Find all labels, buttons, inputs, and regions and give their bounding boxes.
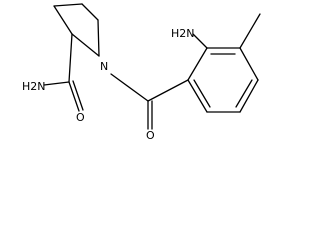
carboxamide-group — [43, 33, 84, 112]
benzene-ring — [187, 47, 259, 113]
bond-ring-inner-c — [193, 79, 211, 108]
molecule-structure: H2N H2N N O O — [22, 3, 261, 142]
bond-ring-6-1 — [187, 79, 208, 113]
bond-camide-nh2 — [43, 81, 70, 86]
atom-label-ring-nitrogen: N — [100, 60, 108, 73]
pyrrolidine-ring — [53, 3, 100, 57]
bond-c4-c5 — [81, 3, 99, 21]
bond-ring-methyl — [239, 13, 261, 49]
bond-c3-c4 — [53, 3, 83, 7]
bond-ring-3-4 — [239, 47, 259, 81]
atom-label-aryl-amine: H2N — [171, 27, 195, 40]
structure-canvas: H2N H2N N O O — [22, 3, 261, 142]
bond-camide-o-a — [68, 81, 80, 112]
bond-camide-o-b — [72, 80, 84, 111]
bond-c2-camide — [68, 33, 73, 83]
bond-c5-n — [97, 19, 100, 57]
bond-n-ccarbonyl — [110, 73, 149, 102]
atom-label-carbonyl-oxygen: O — [146, 129, 155, 142]
bond-c2-c3 — [53, 5, 73, 35]
atom-label-amide-oxygen: O — [76, 111, 85, 124]
bond-ring-4-5 — [239, 79, 259, 113]
benzoyl-carbonyl — [110, 73, 189, 130]
bond-n-c2 — [71, 33, 100, 57]
atom-label-amide-amine: H2N — [22, 80, 46, 93]
bond-ring-inner-b — [235, 79, 253, 108]
bond-ring-1-2 — [187, 47, 208, 81]
bond-ccarbonyl-ring — [147, 79, 189, 102]
bond-ring-nh2 — [192, 33, 208, 49]
